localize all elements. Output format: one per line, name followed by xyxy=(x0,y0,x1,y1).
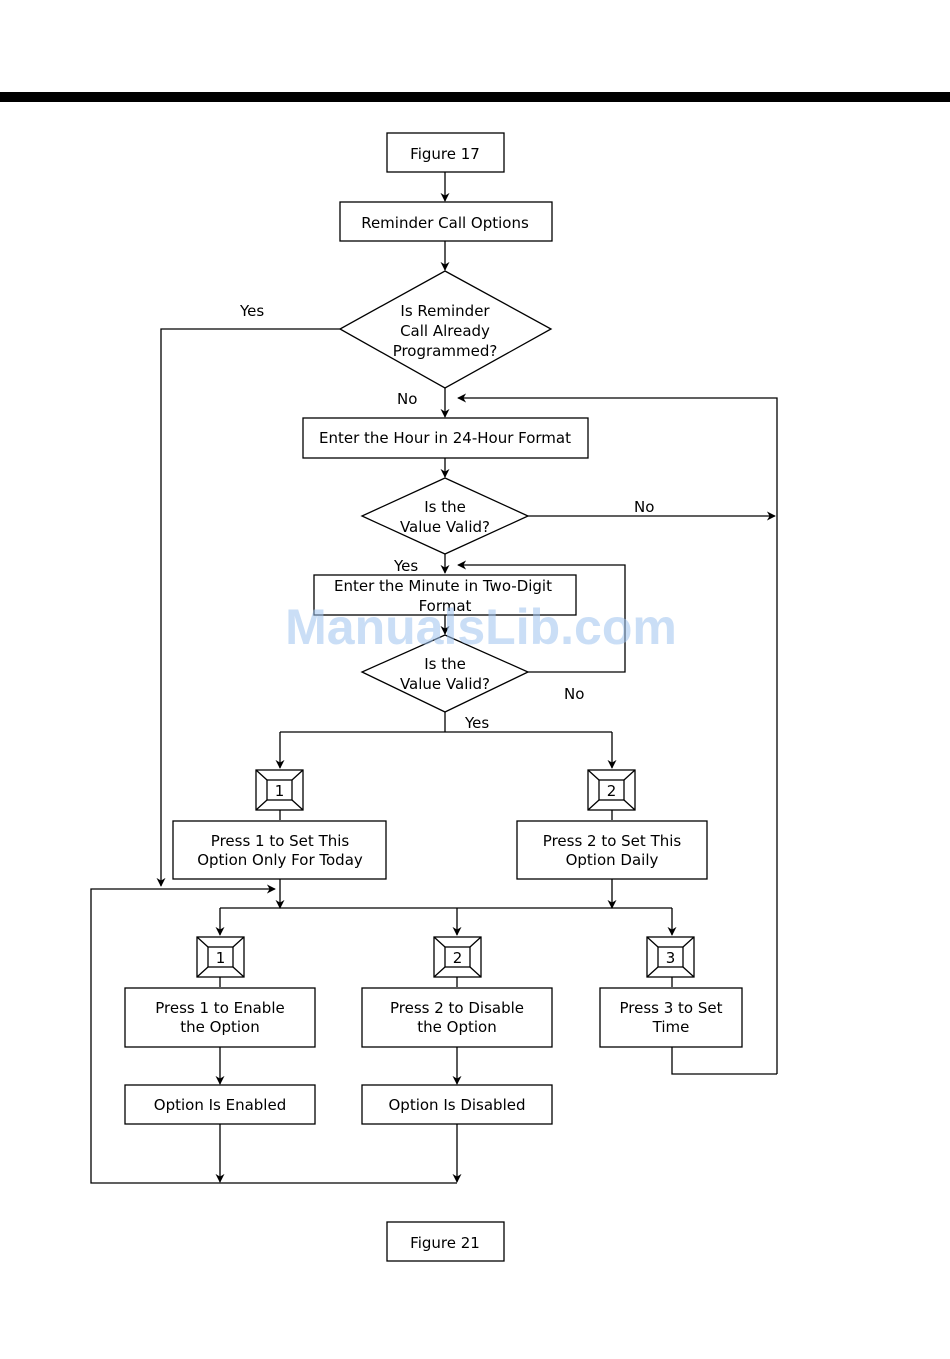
node-disable: Press 2 to Disable the Option xyxy=(361,987,553,1048)
node-enabled: Option Is Enabled xyxy=(124,1084,316,1125)
label-no-minute: No xyxy=(564,685,584,703)
watermark-text: ManualsLib.com xyxy=(285,599,677,655)
set-daily-line-2: Option Daily xyxy=(566,851,659,869)
reminder-options-label: Reminder Call Options xyxy=(361,214,529,232)
minute-valid-line-2: Value Valid? xyxy=(400,675,490,693)
disabled-label: Option Is Disabled xyxy=(389,1096,526,1114)
programmed-line-2: Call Already xyxy=(400,322,490,340)
minute-valid-line-1: Is the xyxy=(424,655,466,673)
set-time-line-1: Press 3 to Set xyxy=(619,999,722,1017)
enable-line-1: Press 1 to Enable xyxy=(155,999,284,1017)
key-2-bottom-label: 2 xyxy=(453,949,463,967)
key-2-top-label: 2 xyxy=(607,782,617,800)
decision-minute-valid: Is the Value Valid? xyxy=(360,634,530,713)
disable-line-1: Press 2 to Disable xyxy=(390,999,524,1017)
figure21-label: Figure 21 xyxy=(410,1234,480,1252)
figure17-label: Figure 17 xyxy=(410,145,480,163)
set-time-line-2: Time xyxy=(652,1018,690,1036)
node-figure17: Figure 17 xyxy=(386,132,505,173)
disable-line-2: the Option xyxy=(417,1018,496,1036)
set-today-line-1: Press 1 to Set This xyxy=(211,832,350,850)
node-set-today: Press 1 to Set This Option Only For Toda… xyxy=(172,820,387,880)
label-no-programmed: No xyxy=(397,390,417,408)
key-1-top-icon: 1 xyxy=(255,769,304,811)
node-reminder-options: Reminder Call Options xyxy=(339,201,553,242)
key-3-bottom-icon: 3 xyxy=(646,936,695,978)
enter-minute-line-2: Format xyxy=(419,597,472,615)
node-set-time: Press 3 to Set Time xyxy=(599,987,743,1048)
node-enter-minute: Enter the Minute in Two-Digit Format xyxy=(313,574,577,616)
key-2-bottom-icon: 2 xyxy=(433,936,482,978)
node-enter-hour: Enter the Hour in 24-Hour Format xyxy=(302,417,589,459)
label-no-hour: No xyxy=(634,498,654,516)
node-set-daily: Press 2 to Set This Option Daily xyxy=(516,820,708,880)
connectors xyxy=(90,172,778,1184)
set-today-line-2: Option Only For Today xyxy=(197,851,363,869)
enabled-label: Option Is Enabled xyxy=(154,1096,286,1114)
decision-hour-valid: Is the Value Valid? xyxy=(360,477,530,555)
key-1-top-label: 1 xyxy=(275,782,285,800)
label-yes-hour: Yes xyxy=(393,557,418,575)
set-daily-line-1: Press 2 to Set This xyxy=(543,832,682,850)
key-2-top-icon: 2 xyxy=(587,769,636,811)
key-1-bottom-icon: 1 xyxy=(196,936,245,978)
header-rule xyxy=(0,92,950,102)
label-yes-programmed: Yes xyxy=(239,302,264,320)
hour-valid-line-1: Is the xyxy=(424,498,466,516)
enter-hour-label: Enter the Hour in 24-Hour Format xyxy=(319,429,571,447)
enable-line-2: the Option xyxy=(180,1018,259,1036)
key-1-bottom-label: 1 xyxy=(216,949,226,967)
decision-programmed: Is Reminder Call Already Programmed? xyxy=(338,270,553,389)
enter-minute-line-1: Enter the Minute in Two-Digit xyxy=(334,577,552,595)
key-3-bottom-label: 3 xyxy=(666,949,676,967)
node-disabled: Option Is Disabled xyxy=(361,1084,553,1125)
programmed-line-1: Is Reminder xyxy=(400,302,490,320)
node-enable: Press 1 to Enable the Option xyxy=(124,987,316,1048)
programmed-line-3: Programmed? xyxy=(393,342,498,360)
hour-valid-line-2: Value Valid? xyxy=(400,518,490,536)
node-figure21: Figure 21 xyxy=(386,1221,505,1262)
label-yes-minute: Yes xyxy=(464,714,489,732)
